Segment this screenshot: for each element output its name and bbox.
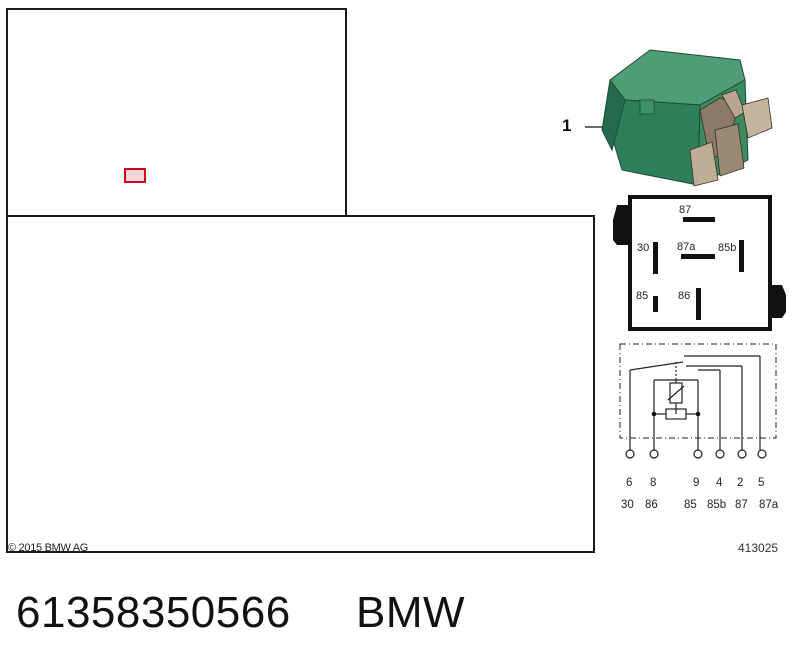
terminal-name-85b: 85b — [707, 499, 726, 511]
callout-label[interactable]: 1 — [562, 116, 572, 135]
pin-number-4: 4 — [716, 477, 723, 489]
pin-label-86: 86 — [678, 290, 690, 302]
pin-label-85b: 85b — [718, 242, 736, 254]
pin-label-87: 87 — [679, 204, 691, 216]
terminal-name-87a: 87a — [759, 499, 779, 511]
detail-frame — [6, 215, 595, 553]
pin-number-8: 8 — [650, 477, 656, 489]
pin-number-2: 2 — [737, 477, 743, 489]
pin-label-30: 30 — [637, 242, 649, 254]
position-marker[interactable] — [124, 168, 146, 183]
part-number: 61358350566 — [16, 588, 291, 637]
terminal-name-86: 86 — [645, 499, 658, 511]
pin-number-6: 6 — [626, 477, 632, 489]
pin-number-9: 9 — [693, 477, 699, 489]
terminal-name-30: 30 — [621, 499, 634, 511]
overview-frame — [6, 8, 347, 218]
figure-id: 413025 — [738, 541, 779, 555]
terminal-name-87: 87 — [735, 499, 748, 511]
copyright-text: © 2015 BMW AG — [8, 542, 89, 554]
pin-label-87a: 87a — [677, 241, 696, 253]
terminal-name-85: 85 — [684, 499, 697, 511]
pin-number-5: 5 — [758, 477, 764, 489]
brand-name: BMW — [356, 588, 466, 637]
pin-label-85: 85 — [636, 290, 648, 302]
